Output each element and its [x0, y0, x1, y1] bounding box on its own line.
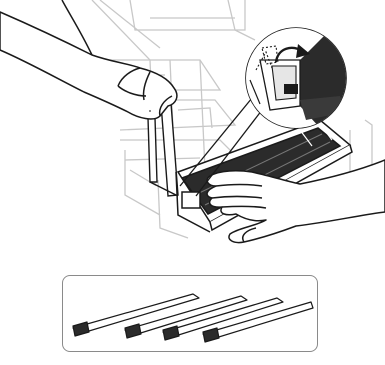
accessory-tray [62, 275, 318, 352]
zoom-callout [246, 28, 348, 128]
strip-tools [63, 276, 317, 351]
